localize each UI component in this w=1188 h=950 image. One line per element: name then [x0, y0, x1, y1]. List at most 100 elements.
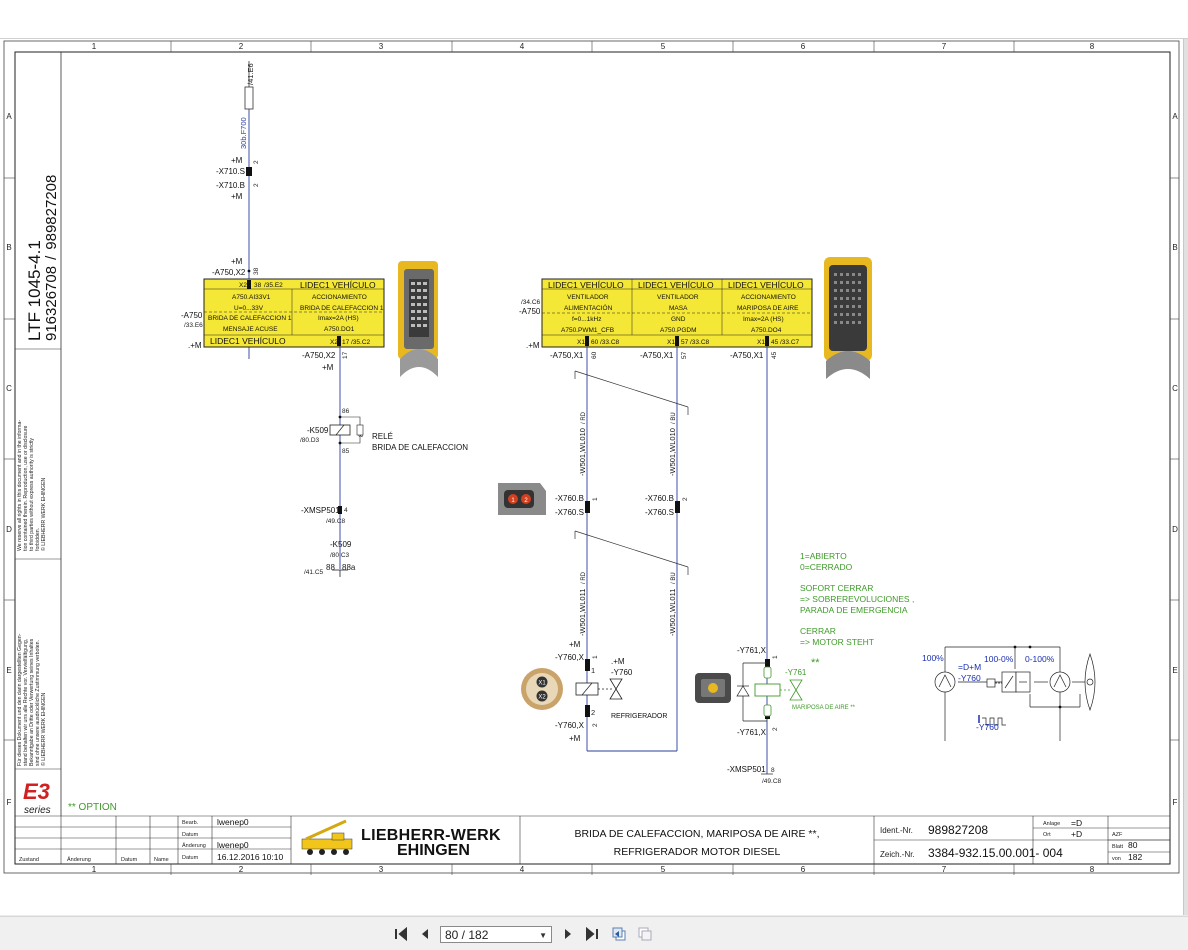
go-back-view-button[interactable]	[610, 925, 628, 943]
col-number: 1	[92, 42, 97, 51]
next-page-button[interactable]	[559, 925, 577, 943]
copyright-en-owner: © LIEBHERR WERK EHINGEN	[40, 477, 47, 551]
x760s-label: -X760.S	[555, 508, 584, 517]
previous-page-button[interactable]	[416, 925, 434, 943]
k509-ref: /80.D3	[300, 437, 320, 444]
block-ftr-name: LIDEC1 VEHÍCULO	[210, 336, 286, 346]
go-forward-view-button[interactable]	[636, 925, 654, 943]
col-number: 1	[92, 865, 97, 874]
col-number: 5	[661, 865, 666, 874]
last-page-icon	[586, 927, 598, 941]
pin-label: 38	[253, 267, 260, 275]
company-name-line2: EHINGEN	[397, 842, 470, 859]
e3-series-label: series	[24, 805, 51, 816]
y761x-label: -Y761,X	[737, 646, 767, 655]
wire-name: 30b.F700	[239, 117, 248, 149]
company-name-line1: LIEBHERR-WERK	[361, 827, 501, 844]
hyd-label: =D+M	[958, 662, 981, 672]
plus-m-dot: .+M	[526, 341, 540, 350]
wire-ref: /41.E6	[246, 63, 255, 85]
tb-label-bearb: Bearb.	[182, 820, 199, 826]
pin-label: 1	[591, 666, 595, 675]
col-number: 6	[801, 42, 806, 51]
actuator-image	[695, 673, 731, 703]
wire-label: -W501,WL010	[578, 428, 587, 476]
a750-tag: -A750	[181, 311, 203, 320]
zeich-value: 3384-932.15.00.001- 004	[928, 846, 1063, 860]
block-ftr-ref: /33.C8	[690, 339, 710, 346]
tb-label-datum: Datum	[121, 857, 138, 863]
valve-coil-green	[754, 683, 781, 697]
back-view-icon	[612, 927, 626, 941]
tb-label-azf: AZF	[1112, 832, 1123, 838]
block-line: A750.PGDM	[660, 327, 697, 334]
xmsp-label: -XMSP501	[301, 506, 340, 515]
tb-von-value: 182	[1128, 852, 1142, 862]
tb-blatt-value: 80	[1128, 840, 1138, 850]
col-number: 7	[942, 865, 947, 874]
y761-description: MARIPOSA DE AIRE **	[792, 705, 856, 711]
row-letter: F	[1173, 798, 1178, 807]
ident-value: 989827208	[928, 823, 988, 837]
hyd-label: -Y760	[958, 673, 981, 683]
tb-label-zustand: Zustand	[19, 857, 39, 863]
ecu-connector-image	[398, 261, 438, 377]
note-line: CERRAR	[800, 626, 836, 636]
control-notes: 1=ABIERTO 0=CERRADO SOFORT CERRAR => SOB…	[800, 551, 914, 669]
block-hdr-name: LIDEC1 VEHÍCULO	[548, 280, 624, 290]
tb-label-name: Name	[154, 857, 169, 863]
pin-label: 57	[681, 351, 688, 359]
xmsp-ref: /49.C8	[326, 518, 346, 525]
col-number: 4	[520, 865, 525, 874]
plus-m-label: +M	[231, 192, 243, 201]
note-line: SOFORT CERRAR	[800, 583, 873, 593]
wire-color: / RD	[581, 571, 587, 584]
tb-label-aenderung: Änderung	[182, 842, 206, 849]
pin-label: 2	[253, 183, 260, 187]
document-viewer: 1 2 3 4 5 6 7 8 1 2 3 4 5 6 7 8 A B C D …	[0, 39, 1184, 915]
page-navigation-bar: 80 / 182 ▼	[0, 916, 1188, 950]
block-ftr-left: X2	[330, 339, 338, 346]
pin-label: 45	[771, 351, 778, 359]
pin-label: 2	[772, 727, 779, 731]
left-info-panel: LTF 1045-4.1 916326708/989827208 We rese…	[15, 52, 117, 816]
last-page-button[interactable]	[583, 925, 601, 943]
row-letter: D	[1172, 525, 1178, 534]
page-number-select[interactable]: 80 / 182 ▼	[440, 926, 552, 943]
row-letter: F	[7, 798, 12, 807]
block-line: A750.DO4	[751, 327, 782, 334]
pin-label: 2	[682, 497, 689, 501]
tb-label-datum-2: Datum	[182, 855, 199, 861]
chevron-down-icon: ▼	[539, 931, 547, 940]
block-ftr-pin: 57	[681, 339, 689, 346]
hyd-label: 100%	[922, 653, 944, 663]
copyright-de-owner: © LIEBHERR WERK EHINGEN	[40, 692, 47, 766]
block-line: A750.DO1	[324, 326, 355, 333]
col-number: 3	[379, 865, 384, 874]
tb-label-datum: Datum	[182, 832, 199, 838]
vertical-scrollbar[interactable]	[1183, 39, 1188, 915]
col-number: 3	[379, 42, 384, 51]
a750-x1-label: -A750,X1	[730, 351, 764, 360]
pin-label: 17	[342, 351, 349, 359]
plus-m-label: +M	[569, 734, 581, 743]
conn-pin-a: 1	[511, 498, 515, 504]
block-ftr-pin: 17	[342, 339, 350, 346]
block-line: GND	[671, 316, 686, 323]
block-hdr-name: LIDEC1 VEHÍCULO	[638, 280, 714, 290]
y760-description: REFRIGERADOR	[611, 713, 667, 720]
relay-label-2: BRIDA DE CALEFACCION	[372, 443, 468, 452]
col-number: 5	[661, 42, 666, 51]
plus-m-label: +M	[569, 640, 581, 649]
row-letter: A	[6, 112, 12, 121]
first-page-button[interactable]	[392, 925, 410, 943]
pin-label: 60	[591, 351, 598, 359]
block-line: ACCIONAMIENTO	[741, 294, 796, 301]
schematic-sheet: 1 2 3 4 5 6 7 8 1 2 3 4 5 6 7 8 A B C D …	[3, 39, 1180, 875]
x710s-label: -X710.S	[216, 167, 245, 176]
x710b-label: -X710.B	[216, 181, 245, 190]
tb-label-von: von	[1112, 856, 1121, 862]
doc-number-1: 916326708	[43, 266, 60, 341]
y760x-label: -Y760,X	[555, 721, 585, 730]
a750-x2-label: -A750,X2	[212, 268, 246, 277]
